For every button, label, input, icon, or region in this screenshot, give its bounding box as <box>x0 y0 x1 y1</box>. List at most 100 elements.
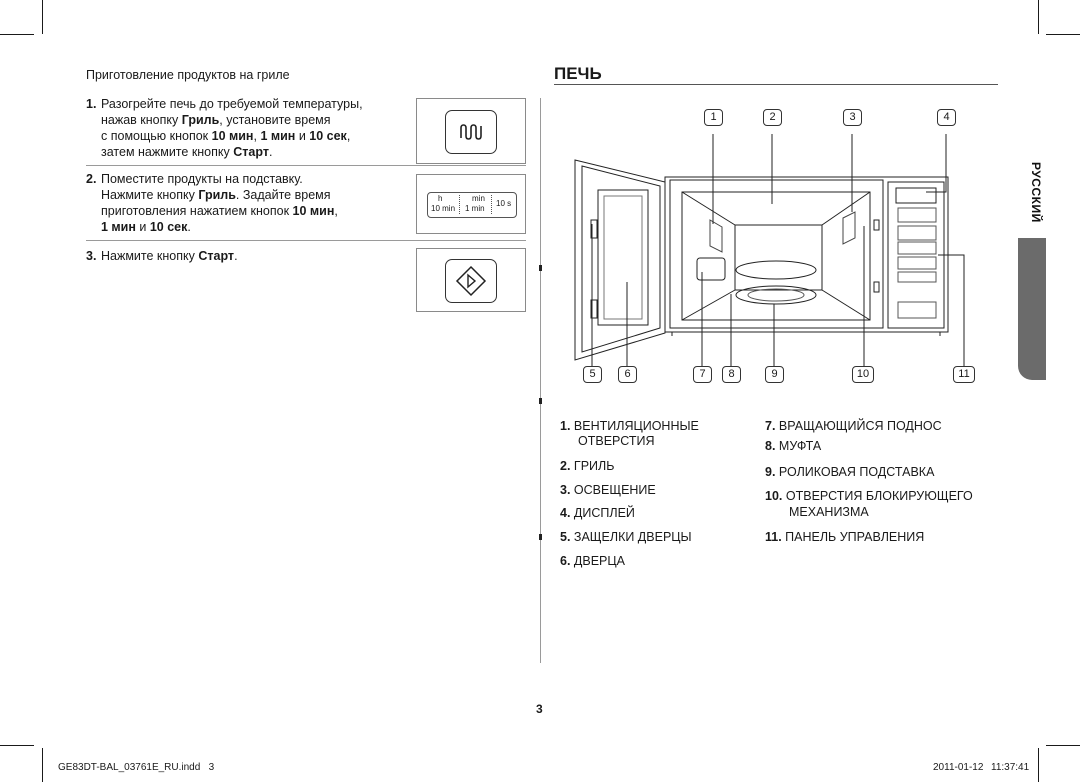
legend-text: ОТВЕРСТИЯ <box>578 434 655 448</box>
timer-divider <box>459 195 460 214</box>
step-text: нажав кнопку <box>101 113 182 127</box>
roller-ring <box>735 285 817 305</box>
step-text: с помощью кнопок <box>101 129 212 143</box>
timer-buttons: h min 10 min 1 min 10 s <box>427 192 517 218</box>
step-number: 2. <box>86 172 97 186</box>
step-text: , <box>346 129 351 143</box>
timer-1min-button: 1 min <box>465 204 485 213</box>
legend-text: МЕХАНИЗМА <box>789 505 869 519</box>
legend-number: 6. <box>560 554 571 568</box>
timer-panel-illustration: h min 10 min 1 min 10 s <box>416 174 526 234</box>
legend-number: 4. <box>560 506 571 520</box>
legend-text: ВЕНТИЛЯЦИОННЫЕ <box>573 419 699 433</box>
step-separator <box>86 165 526 166</box>
legend-item: 2. ГРИЛЬ <box>560 459 614 474</box>
crop-mark <box>1038 748 1039 782</box>
step-text: затем нажмите кнопку <box>101 145 234 159</box>
oven-light <box>696 257 726 281</box>
title-rule <box>554 84 998 85</box>
panel-buttons-row <box>897 271 937 283</box>
crop-mark <box>42 748 43 782</box>
callout-11: 11 <box>953 366 975 383</box>
footer-date: 2011-01-12 <box>933 762 984 773</box>
timer-min-label: min <box>472 194 485 203</box>
divider-tick <box>539 398 542 404</box>
leader-11 <box>938 254 965 366</box>
legend-number: 2. <box>560 459 571 473</box>
step-text: Нажмите кнопку <box>101 188 199 202</box>
vent-left <box>709 219 723 253</box>
step-bold: 1 мин <box>260 129 296 143</box>
panel-buttons-row <box>897 241 937 255</box>
roller-ring-inner <box>747 288 805 302</box>
legend-item: 10. ОТВЕРСТИЯ БЛОКИРУЮЩЕГО <box>765 489 973 504</box>
door-latch <box>590 299 598 319</box>
legend-item: МЕХАНИЗМА <box>789 505 869 520</box>
start-button <box>445 259 497 303</box>
crop-mark <box>42 0 43 34</box>
cavity-edges <box>681 191 871 321</box>
step-bold: 10 сек <box>149 220 188 234</box>
interlock-hole <box>873 219 880 231</box>
step-text: и <box>295 129 310 143</box>
step-bold: 10 мин <box>211 129 254 143</box>
grill-icon <box>460 124 482 140</box>
callout-2: 2 <box>763 109 782 126</box>
step-text: , <box>253 129 261 143</box>
vent-right <box>842 211 856 245</box>
callout-10: 10 <box>852 366 874 383</box>
crop-mark <box>0 34 34 35</box>
start-button-illustration <box>416 248 526 312</box>
door-window-inner <box>603 195 643 320</box>
door-release-button <box>897 301 937 319</box>
interlock-hole <box>873 281 880 293</box>
section-heading: Приготовление продуктов на гриле <box>86 68 290 82</box>
step-bold: 10 сек <box>309 129 347 143</box>
oven-diagram <box>574 134 965 366</box>
display <box>895 187 937 204</box>
callout-8: 8 <box>722 366 741 383</box>
step-text: Нажмите кнопку <box>101 249 199 263</box>
divider-tick <box>539 534 542 540</box>
footer-file: GE83DT-BAL_03761E_RU.indd 3 <box>58 762 215 773</box>
legend-item: 9. РОЛИКОВАЯ ПОДСТАВКА <box>765 465 934 480</box>
footer-time: 11:37:41 <box>991 762 1030 773</box>
callout-4: 4 <box>937 109 956 126</box>
language-tab-label: РУССКИЙ <box>1029 162 1043 223</box>
step-3: 3.Нажмите кнопку Старт. <box>86 249 238 264</box>
column-divider <box>540 98 541 663</box>
door-latch <box>590 219 598 239</box>
crop-mark <box>1046 34 1080 35</box>
door-window <box>597 189 649 326</box>
leader-4 <box>926 134 947 193</box>
legend-item: 1. ВЕНТИЛЯЦИОННЫЕ <box>560 419 699 434</box>
timer-10s-button: 10 s <box>496 199 512 208</box>
legend-number: 7. <box>765 419 776 433</box>
panel-buttons-row <box>897 256 937 270</box>
callout-7: 7 <box>693 366 712 383</box>
legend-number: 3. <box>560 483 571 497</box>
step-text: . <box>234 249 238 263</box>
legend-number: 1. <box>560 419 571 433</box>
step-number: 3. <box>86 249 97 263</box>
legend-text: ПАНЕЛЬ УПРАВЛЕНИЯ <box>785 530 925 544</box>
step-text: , <box>334 204 338 218</box>
cavity-back <box>734 224 823 291</box>
legend-number: 5. <box>560 530 571 544</box>
legend-item: 11. ПАНЕЛЬ УПРАВЛЕНИЯ <box>765 530 924 545</box>
legend-number: 8. <box>765 439 776 453</box>
turntable <box>735 260 817 280</box>
callout-3: 3 <box>843 109 862 126</box>
step-text: . Задайте время <box>235 188 331 202</box>
cavity-frame <box>669 179 884 329</box>
legend-item: 3. ОСВЕЩЕНИЕ <box>560 483 656 498</box>
step-text: . <box>268 145 273 159</box>
timer-h-label: h <box>438 194 443 203</box>
callout-9: 9 <box>765 366 784 383</box>
step-number: 1. <box>86 97 97 111</box>
page-number: 3 <box>536 702 543 716</box>
step-2: 2.Поместите продукты на подставку. Нажми… <box>86 171 338 235</box>
language-tab-label-bg <box>1018 158 1046 238</box>
legend-number: 11. <box>765 530 782 544</box>
legend-text: РОЛИКОВАЯ ПОДСТАВКА <box>778 465 935 479</box>
